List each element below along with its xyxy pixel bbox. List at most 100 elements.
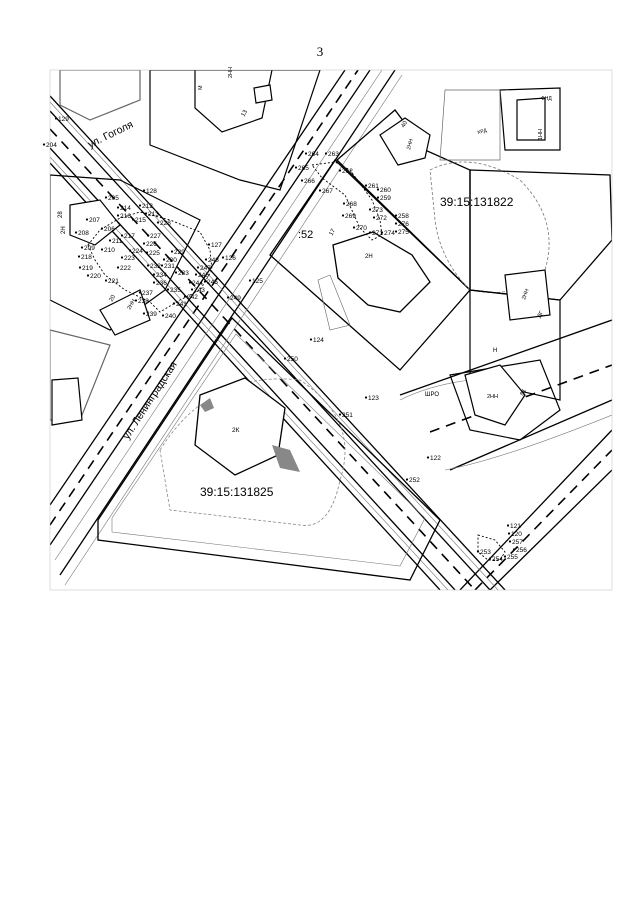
boundary-point-marker — [203, 280, 207, 283]
boundary-point-marker — [146, 264, 150, 267]
point-label-216: 216 — [120, 213, 131, 220]
point-label-214: 214 — [120, 205, 131, 212]
building-label-81: 81 — [520, 388, 529, 397]
boundary-point-marker — [476, 550, 480, 553]
point-label-235: 235 — [170, 287, 181, 294]
point-label-272: 272 — [376, 215, 387, 222]
point-label-246: 246 — [198, 272, 209, 279]
point-label-129: 129 — [58, 116, 69, 123]
boundary-point-marker — [145, 251, 149, 254]
boundary-point-marker — [100, 248, 104, 251]
point-label-229: 229 — [174, 249, 185, 256]
parcel-label-52: :52 — [298, 229, 313, 241]
point-label-219: 219 — [82, 265, 93, 272]
building-label-2nn-top: 2НН — [228, 67, 234, 78]
boundary-point-marker — [190, 288, 194, 291]
boundary-point-marker — [204, 258, 208, 261]
boundary-point-marker — [512, 548, 516, 551]
north-block — [59, 70, 321, 191]
boundary-point-marker — [160, 264, 164, 267]
point-label-267: 267 — [322, 188, 333, 195]
boundary-point-marker — [134, 299, 138, 302]
building-label-20: 20 — [109, 294, 118, 303]
parcel-131822 — [336, 109, 612, 301]
boundary-point-marker — [394, 214, 398, 217]
point-label-225: 225 — [149, 250, 160, 257]
building-label-dg: ДГ — [537, 310, 546, 319]
building-label-krd: КРД — [477, 128, 488, 136]
boundary-point-marker — [352, 226, 356, 229]
boundary-point-marker — [194, 273, 198, 276]
boundary-point-marker — [170, 250, 174, 253]
boundary-point-marker — [174, 271, 178, 274]
boundary-point-marker — [54, 117, 58, 120]
boundary-point-marker — [341, 214, 345, 217]
boundary-point-marker — [376, 188, 380, 191]
boundary-point-marker — [104, 196, 108, 199]
point-label-124: 124 — [313, 337, 324, 344]
point-label-232: 232 — [150, 263, 161, 270]
boundary-point-markers — [42, 117, 516, 560]
building-label-40: 40 — [401, 120, 410, 129]
point-label-252: 252 — [409, 477, 420, 484]
point-label-265: 265 — [298, 165, 309, 172]
boundary-point-marker — [80, 246, 84, 249]
boundary-point-marker — [86, 274, 90, 277]
point-label-247: 247 — [200, 265, 211, 272]
boundary-point-marker — [318, 189, 322, 192]
building-label-fnd: ФНД — [541, 96, 552, 102]
boundary-point-marker — [166, 288, 170, 291]
map-drawing — [50, 70, 612, 590]
point-label-276: 276 — [398, 221, 409, 228]
point-label-128: 128 — [146, 188, 157, 195]
parcel-131825 — [97, 316, 441, 581]
point-label-257: 257 — [512, 539, 523, 546]
point-label-259: 259 — [380, 195, 391, 202]
boundary-point-marker — [506, 524, 510, 527]
boundary-point-trails — [87, 161, 506, 561]
boundary-point-marker — [100, 227, 104, 230]
point-label-204: 204 — [46, 142, 57, 149]
point-label-223: 223 — [124, 255, 135, 262]
building-label-2n-west: 2Н — [61, 226, 67, 234]
point-label-221: 221 — [108, 278, 119, 285]
point-label-126: 126 — [225, 255, 236, 262]
point-label-227: 227 — [150, 233, 161, 240]
point-label-273: 273 — [372, 207, 383, 214]
point-label-207: 207 — [89, 217, 100, 224]
boundary-point-marker — [342, 202, 346, 205]
point-label-250: 250 — [287, 356, 298, 363]
boundary-point-marker — [156, 221, 160, 224]
point-label-209: 209 — [84, 245, 95, 252]
boundary-point-marker — [226, 296, 230, 299]
point-label-220: 220 — [90, 273, 101, 280]
point-label-256: 256 — [516, 547, 527, 554]
point-label-123: 123 — [368, 395, 379, 402]
point-label-236: 236 — [156, 280, 167, 287]
building-label-2nn-se: 2НН — [487, 394, 498, 400]
building-label-13: 13 — [241, 109, 250, 118]
point-label-266: 266 — [304, 178, 315, 185]
boundary-point-marker — [394, 230, 398, 233]
point-label-261: 261 — [368, 183, 379, 190]
building-2nn-se — [464, 364, 526, 426]
boundary-point-marker — [394, 222, 398, 225]
point-label-224: 224 — [132, 248, 143, 255]
point-label-240: 240 — [165, 313, 176, 320]
point-label-258: 258 — [398, 213, 409, 220]
boundary-point-marker — [131, 218, 135, 221]
boundary-point-marker — [146, 234, 150, 237]
point-label-208: 208 — [78, 230, 89, 237]
boundary-point-marker — [364, 184, 368, 187]
boundary-point-marker — [152, 281, 156, 284]
boundary-point-marker — [324, 152, 328, 155]
boundary-point-marker — [116, 266, 120, 269]
boundary-point-marker — [42, 143, 46, 146]
boundary-point-marker — [309, 338, 313, 341]
point-label-271: 271 — [372, 230, 383, 237]
point-label-226: 226 — [146, 241, 157, 248]
point-label-217: 217 — [124, 233, 135, 240]
boundary-point-marker — [116, 206, 120, 209]
boundary-point-marker — [283, 357, 287, 360]
